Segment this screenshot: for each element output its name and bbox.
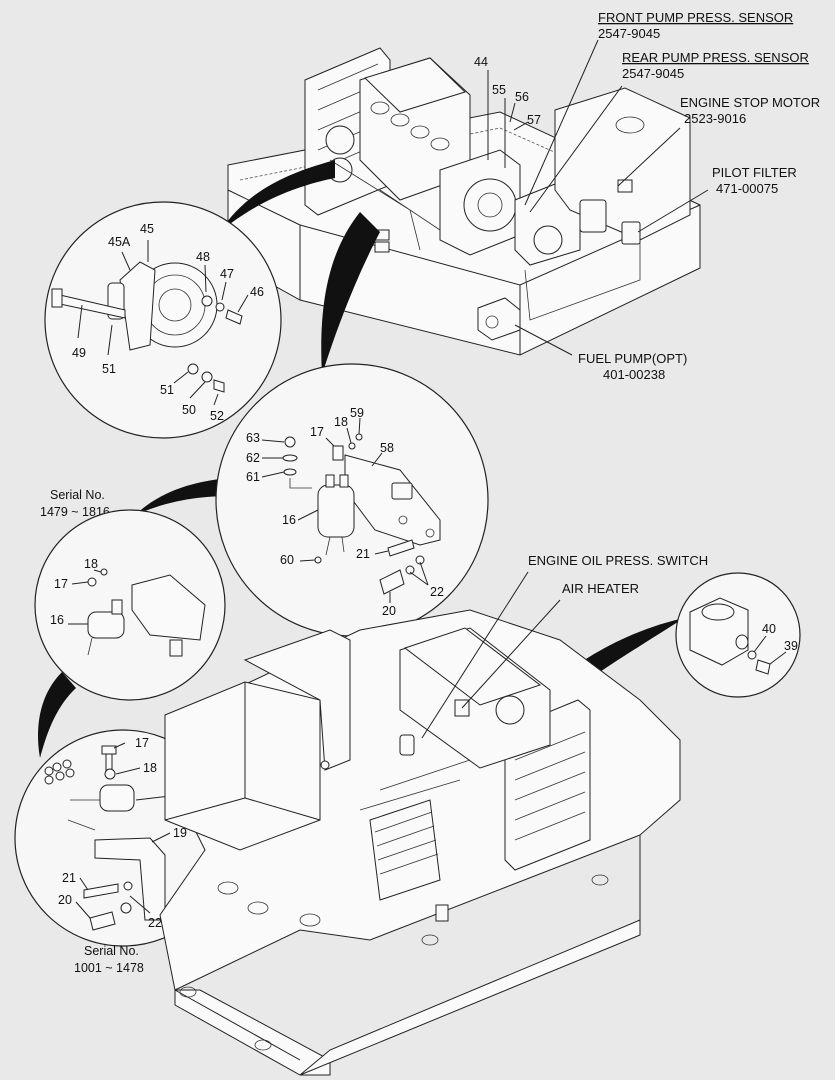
part-number: 44 [474,55,488,69]
air-heater-label: AIR HEATER [562,581,639,596]
part-number: 48 [196,250,210,264]
part-number: 51 [160,383,174,397]
part-number: 45 [140,222,154,236]
part-number: 63 [246,431,260,445]
part-number: 18 [84,557,98,571]
oil-switch-detail-bubble: 40 39 [675,572,801,698]
engine-stop-motor-part-no: 2523-9016 [684,111,746,126]
part-number: 20 [58,893,72,907]
part-number: 55 [492,83,506,97]
part-number: 22 [430,585,444,599]
part-number: 52 [210,409,224,423]
front-pump-sensor-part-no: 2547-9045 [598,26,660,41]
part-number: 21 [356,547,370,561]
stop-motor-detail-bubble: 63 17 18 59 58 62 61 16 21 60 22 20 [215,363,489,637]
serial-label: Serial No. [84,944,139,958]
pilot-filter-part-no: 471-00075 [716,181,778,196]
oil-press-switch-label: ENGINE OIL PRESS. SWITCH [528,553,708,568]
top-part-numbers: 44 55 56 57 [474,55,541,127]
part-number: 58 [380,441,394,455]
part-number: 21 [62,871,76,885]
part-number: 40 [762,622,776,636]
part-number: 17 [135,736,149,750]
rear-pump-sensor-part-no: 2547-9045 [622,66,684,81]
top-leaders [487,39,709,356]
part-number: 50 [182,403,196,417]
part-number: 46 [250,285,264,299]
pilot-filter-label: PILOT FILTER [712,165,797,180]
part-number: 59 [350,406,364,420]
part-number: 56 [515,90,529,104]
front-pump-sensor-label: FRONT PUMP PRESS. SENSOR [598,10,793,25]
part-number: 49 [72,346,86,360]
part-number: 18 [143,761,157,775]
fuel-pump-part-no: 401-00238 [603,367,665,382]
machine-frame [159,571,681,1076]
serial-range: 1001 ~ 1478 [74,961,144,975]
part-number: 20 [382,604,396,618]
part-number: 62 [246,451,260,465]
part-number: 47 [220,267,234,281]
part-number: 51 [102,362,116,376]
serial-range: 1479 ~ 1816 [40,505,110,519]
part-number: 61 [246,470,260,484]
part-number: 16 [50,613,64,627]
component-callouts: FRONT PUMP PRESS. SENSOR 2547-9045 REAR … [528,10,820,596]
top-engine-assembly [227,47,701,356]
part-number: 19 [173,826,187,840]
part-number: 18 [334,415,348,429]
part-number: 39 [784,639,798,653]
serial-label: Serial No. [50,488,105,502]
alternator-detail-bubble: 45 45A 48 47 46 49 51 51 50 52 [44,201,282,439]
rear-pump-sensor-label: REAR PUMP PRESS. SENSOR [622,50,809,65]
part-number: 16 [282,513,296,527]
serial-1479-bubble: Serial No. 1479 ~ 1816 18 17 16 [34,488,226,701]
part-number: 57 [527,113,541,127]
part-number: 22 [148,916,162,930]
fuel-pump-label: FUEL PUMP(OPT) [578,351,687,366]
engine-stop-motor-label: ENGINE STOP MOTOR [680,95,820,110]
part-number: 60 [280,553,294,567]
part-number: 17 [310,425,324,439]
part-number: 45A [108,235,131,249]
part-number: 17 [54,577,68,591]
